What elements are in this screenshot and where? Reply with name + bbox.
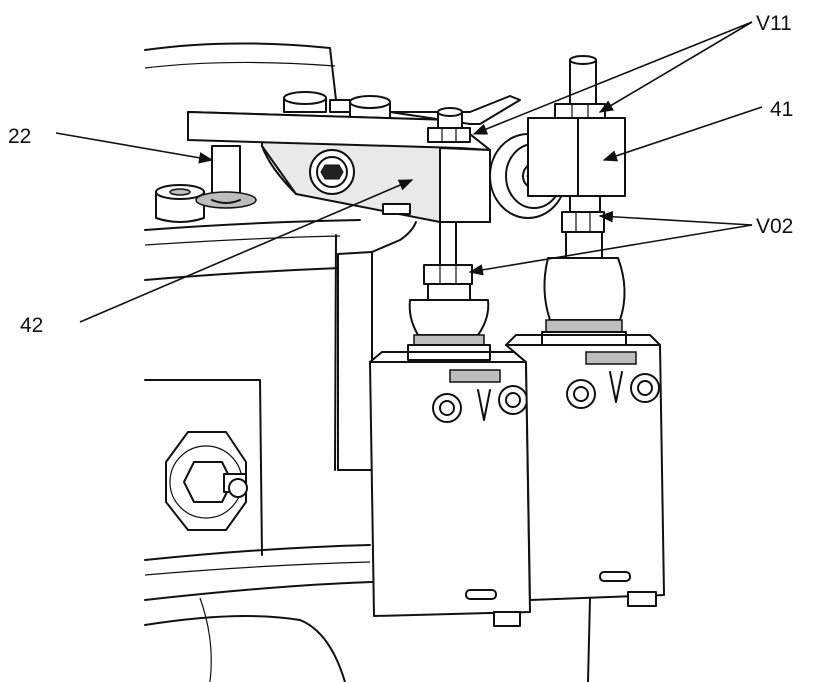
- leader-arrows: [55, 21, 763, 323]
- arrow-V02-left: [468, 224, 753, 276]
- housing-screws: [155, 91, 391, 223]
- limit-switch-right: [505, 334, 665, 607]
- arrow-V11-left: [472, 21, 753, 135]
- arrow-22: [55, 132, 214, 164]
- post-22: [195, 145, 257, 209]
- cable: [587, 597, 591, 682]
- arrow-V02-right: [598, 211, 753, 226]
- label-22: 22: [8, 125, 31, 148]
- arrow-V11-right: [598, 21, 753, 113]
- label-42: 42: [20, 314, 43, 337]
- block-41: [527, 55, 626, 197]
- label-V11: V11: [756, 12, 792, 35]
- limit-switch-left: [369, 351, 531, 627]
- housing: [144, 42, 373, 682]
- actuator-right: [541, 195, 627, 346]
- cable-gland: [165, 431, 248, 531]
- bracket-42: [187, 95, 521, 223]
- arrow-42: [79, 179, 414, 323]
- label-41: 41: [770, 98, 793, 121]
- label-V02: V02: [756, 215, 793, 238]
- arrow-41: [602, 106, 763, 162]
- actuator-left: [407, 221, 491, 361]
